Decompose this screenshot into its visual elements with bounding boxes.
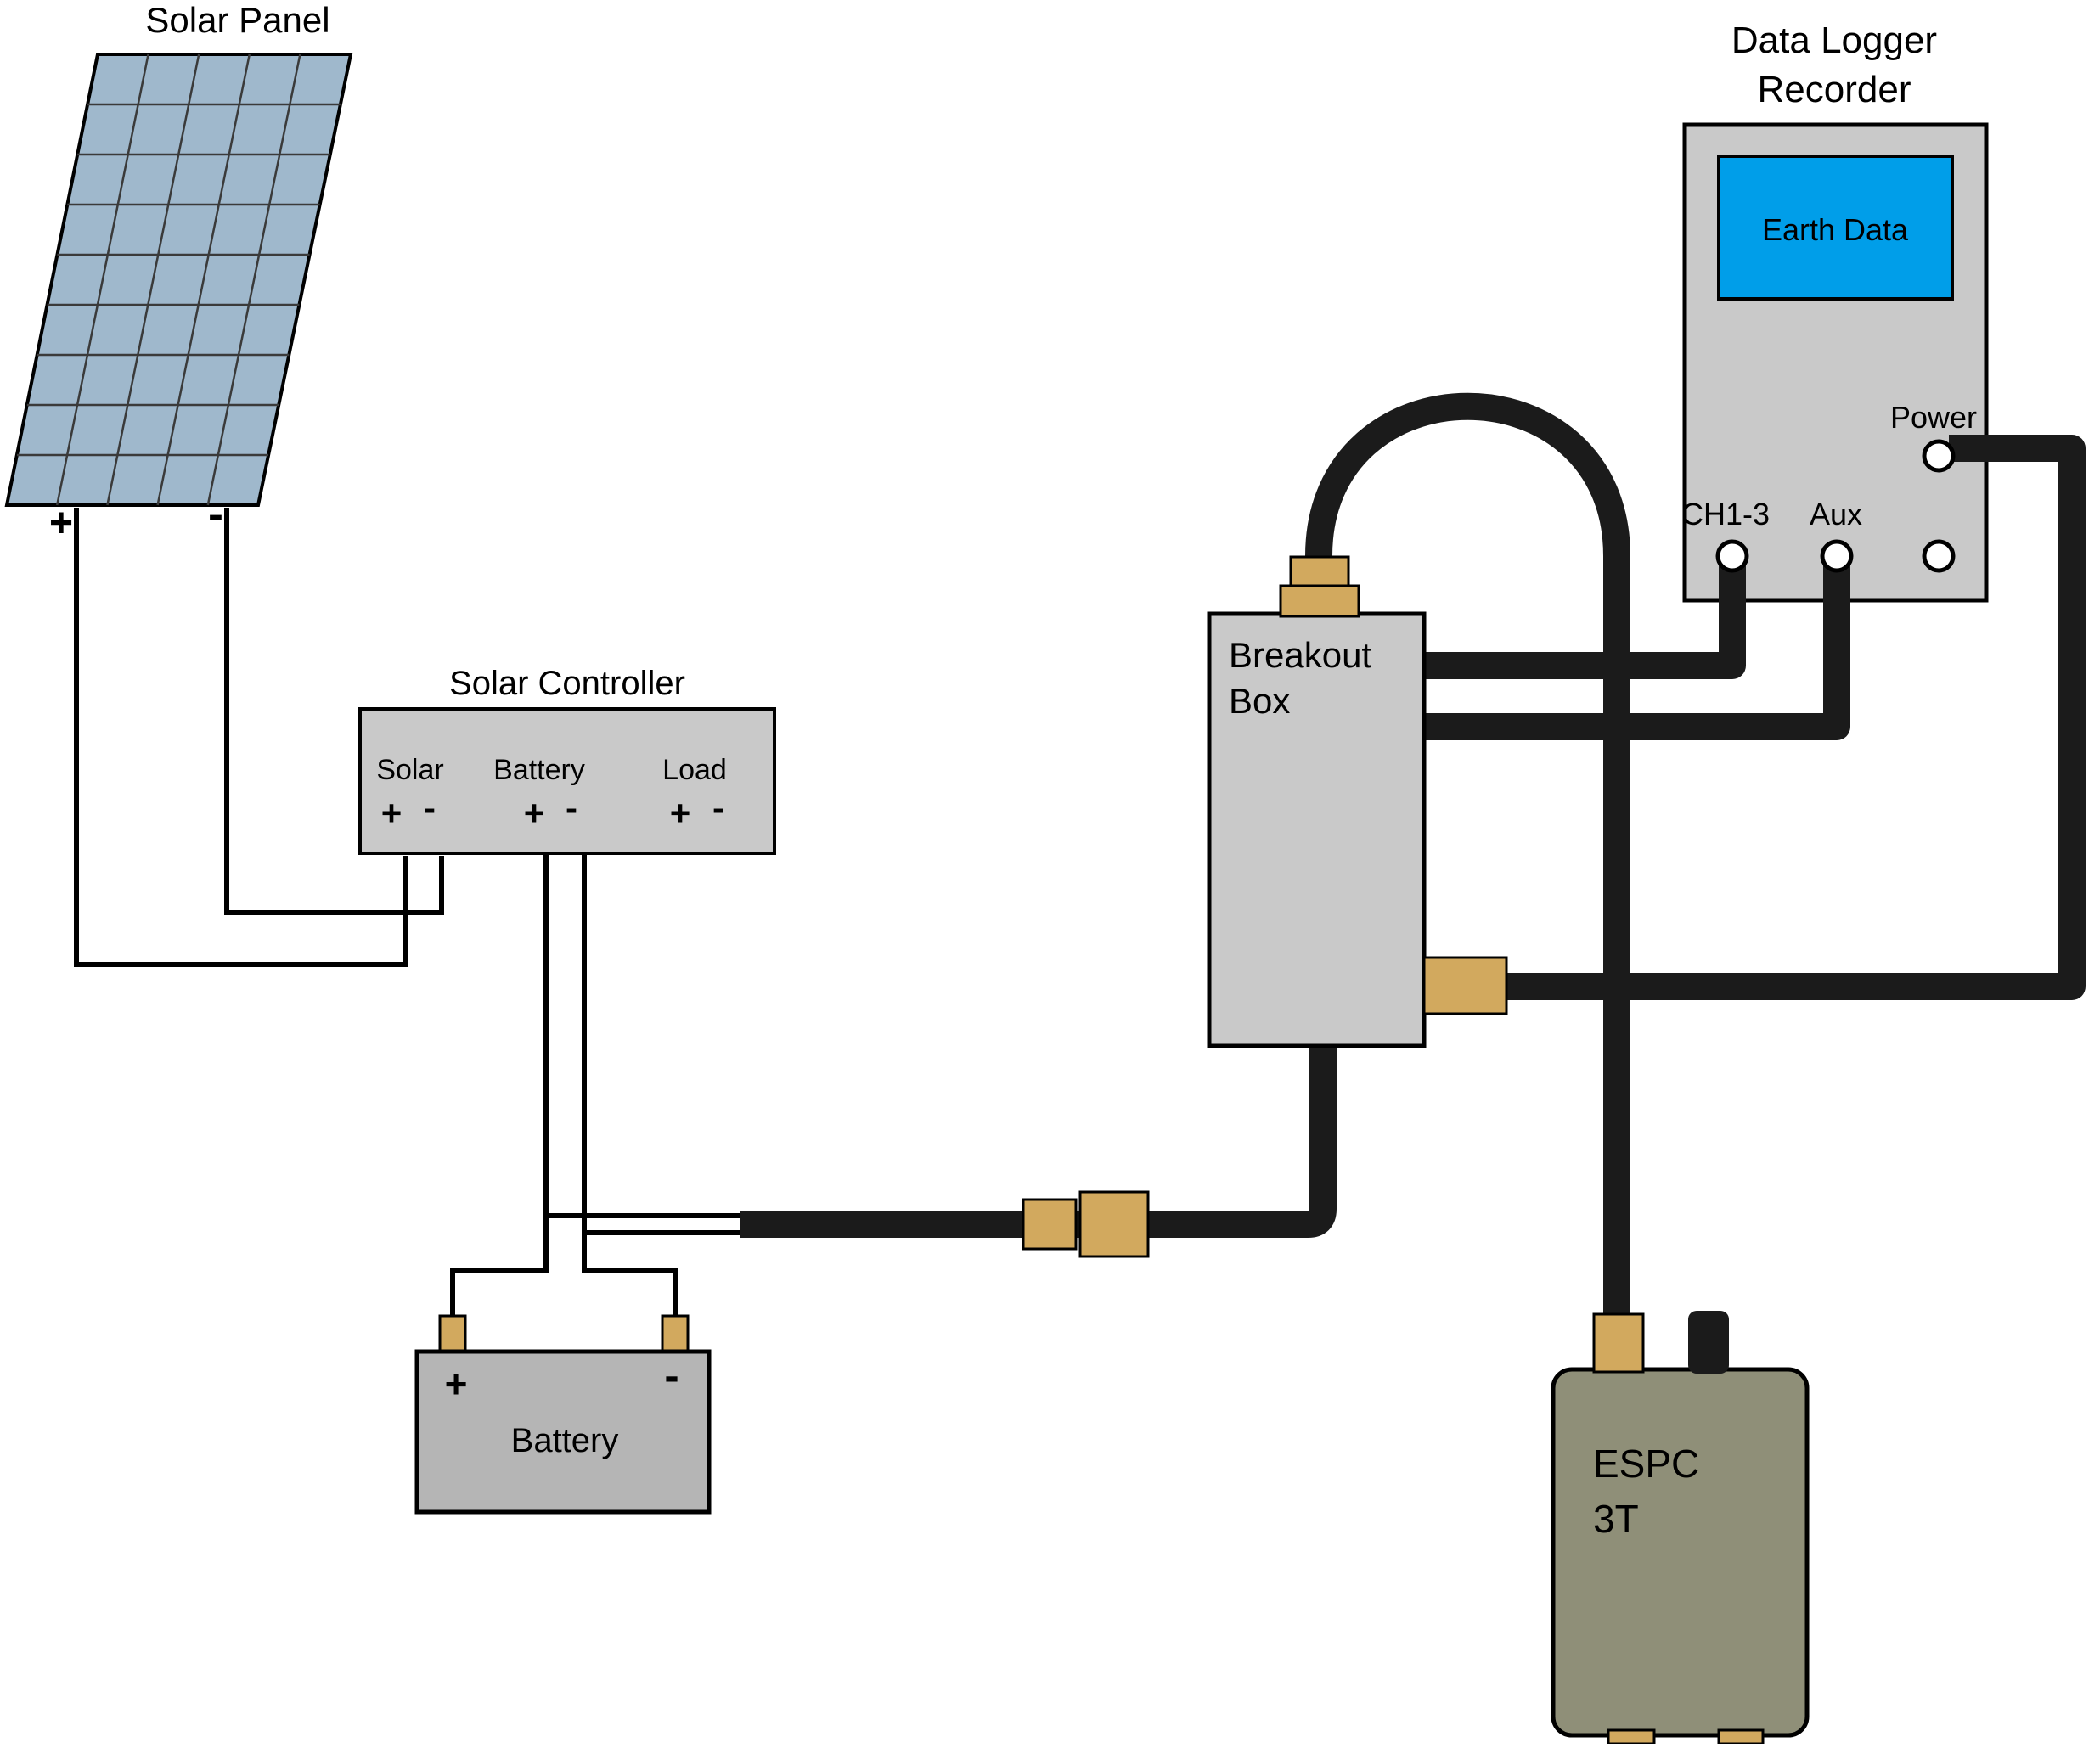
controller-load-label: Load bbox=[662, 754, 727, 786]
breakout-aux-cable bbox=[1424, 559, 1850, 740]
breakout-power-cable bbox=[1503, 435, 2086, 1000]
thin-wires bbox=[74, 508, 752, 1324]
solar-controller-title: Solar Controller bbox=[449, 665, 685, 702]
data-logger-title-line1: Data Logger bbox=[1731, 20, 1937, 61]
solar-panel-body bbox=[4, 53, 353, 507]
data-logger-screen-text: Earth Data bbox=[1762, 212, 1909, 247]
solar-panel-plus-label: + bbox=[49, 501, 73, 546]
ch13-port-label: CH1-3 bbox=[1681, 497, 1770, 531]
breakout-espc-arc-cable bbox=[1305, 392, 1630, 1346]
espc-bottom-connector-1 bbox=[1607, 1728, 1656, 1745]
solar-panel-title: Solar Panel bbox=[145, 0, 329, 40]
power-port bbox=[1922, 439, 1956, 473]
controller-battery-minus-wire bbox=[582, 851, 678, 1324]
controller-solar-plus: + bbox=[381, 793, 403, 833]
battery-unit bbox=[414, 1314, 712, 1515]
solar-panel bbox=[4, 53, 353, 507]
controller-battery-label: Battery bbox=[493, 754, 585, 786]
espc-bottom-connector-2 bbox=[1717, 1728, 1765, 1745]
controller-load-minus: - bbox=[712, 788, 724, 828]
breakout-box-label-line2: Box bbox=[1229, 681, 1290, 721]
aux-port-label: Aux bbox=[1810, 497, 1862, 531]
thick-cables bbox=[740, 392, 2086, 1346]
aux-port bbox=[1820, 539, 1854, 573]
battery-minus-label: - bbox=[664, 1352, 678, 1401]
espc-label-line2: 3T bbox=[1593, 1497, 1639, 1541]
power-port-label: Power bbox=[1890, 400, 1977, 435]
logger-ports bbox=[1715, 439, 1956, 573]
solar-panel-grid bbox=[16, 53, 341, 506]
controller-solar-label: Solar bbox=[376, 754, 443, 786]
battery-terminals bbox=[438, 1314, 690, 1357]
solar-controller-body bbox=[358, 707, 776, 855]
breakout-top-connector-lower bbox=[1279, 584, 1360, 618]
controller-breakout-cable bbox=[740, 1046, 1337, 1238]
panel-plus-wire bbox=[74, 508, 408, 967]
data-logger-title-line2: Recorder bbox=[1758, 69, 1911, 110]
battery-label: Battery bbox=[511, 1422, 619, 1459]
panel-minus-wire bbox=[224, 508, 444, 915]
inline-cable-connector-2 bbox=[1078, 1190, 1150, 1258]
battery-plus-terminal bbox=[438, 1314, 467, 1357]
controller-battery-plus-wire bbox=[450, 851, 549, 1324]
data-logger-screen bbox=[1717, 155, 1954, 301]
battery-minus-terminal bbox=[661, 1314, 690, 1357]
espc-body bbox=[1551, 1367, 1810, 1738]
breakout-top-connector-upper bbox=[1289, 555, 1350, 589]
data-logger-recorder bbox=[1682, 122, 1989, 603]
breakout-box-label-line1: Breakout bbox=[1229, 635, 1371, 675]
inline-cable-connector-1 bbox=[1022, 1198, 1078, 1251]
spare-port bbox=[1922, 539, 1956, 573]
battery-body bbox=[414, 1349, 712, 1515]
espc-top-connector bbox=[1592, 1312, 1645, 1374]
tan-connectors bbox=[1022, 555, 1765, 1745]
controller-battery-minus: - bbox=[566, 788, 577, 828]
espc-label-line1: ESPC bbox=[1593, 1442, 1699, 1486]
breakout-right-connector bbox=[1422, 956, 1508, 1015]
breakout-ch13-cable bbox=[1424, 559, 1746, 679]
breakout-box-body bbox=[1207, 611, 1427, 1048]
solar-panel-minus-label: - bbox=[208, 489, 223, 540]
controller-battery-plus: + bbox=[524, 793, 545, 833]
controller-solar-minus: - bbox=[424, 788, 436, 828]
espc-black-connector bbox=[1688, 1311, 1729, 1374]
controller-load-plus: + bbox=[670, 793, 691, 833]
espc-3t-unit bbox=[1551, 1311, 1810, 1738]
ch13-port bbox=[1715, 539, 1749, 573]
battery-plus-label: + bbox=[445, 1362, 468, 1406]
